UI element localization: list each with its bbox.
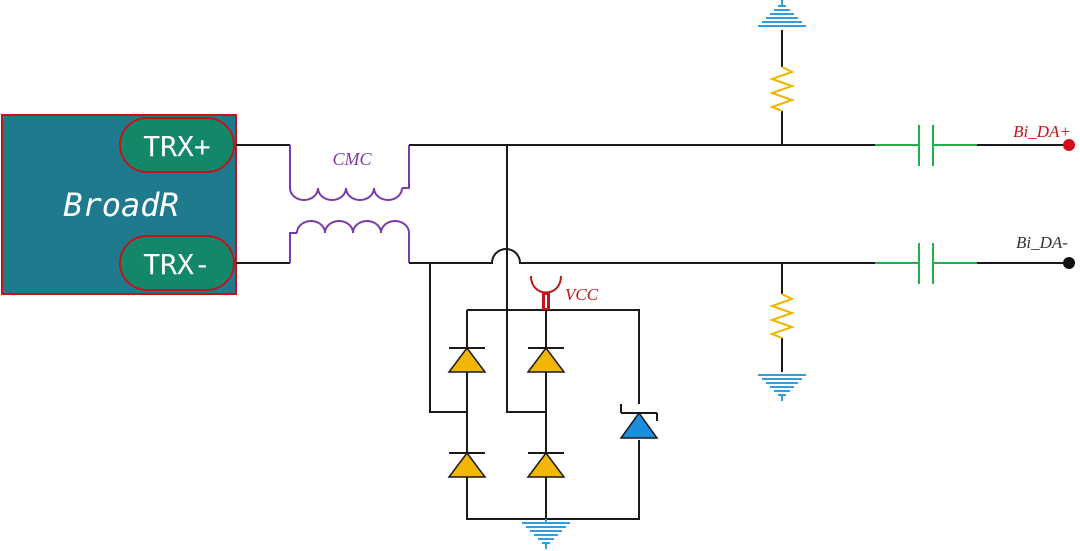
capacitor-plus bbox=[875, 125, 977, 166]
vcc-label: VCC bbox=[565, 285, 599, 304]
resistor-upper bbox=[768, 30, 796, 145]
diode-d2 bbox=[526, 346, 566, 373]
diode-network-wiring bbox=[429, 145, 640, 520]
diode-d4 bbox=[526, 451, 566, 478]
pin-trx-plus bbox=[119, 117, 235, 173]
pin-trx-minus bbox=[119, 235, 235, 291]
wire-line-minus bbox=[409, 248, 875, 264]
ground-lower-icon bbox=[758, 374, 806, 401]
pin-trx-plus-label: TRX+ bbox=[143, 130, 210, 163]
cmc-upper-winding bbox=[289, 145, 410, 201]
terminal-bi-da-plus bbox=[1063, 139, 1075, 151]
bi-da-plus-label: Bi_DA+ bbox=[1013, 122, 1071, 141]
broadr-label: BroadR bbox=[63, 186, 179, 224]
ground-upper-icon bbox=[758, 0, 806, 27]
terminal-bi-da-minus bbox=[1063, 257, 1075, 269]
ground-bottom-icon bbox=[522, 519, 570, 549]
broadr-block: BroadR TRX+ TRX- bbox=[1, 114, 237, 295]
common-mode-choke: CMC bbox=[289, 145, 410, 263]
pin-trx-minus-label: TRX- bbox=[143, 248, 210, 281]
diode-d1 bbox=[447, 346, 487, 373]
vcc-symbol: VCC bbox=[530, 275, 599, 310]
cmc-lower-winding bbox=[289, 220, 410, 263]
capacitor-minus bbox=[875, 243, 977, 284]
resistor-lower bbox=[768, 263, 796, 372]
tvs-diode bbox=[619, 404, 659, 439]
bi-da-minus-label: Bi_DA- bbox=[1016, 233, 1068, 252]
cmc-label: CMC bbox=[332, 149, 372, 169]
diode-d3 bbox=[447, 451, 487, 478]
